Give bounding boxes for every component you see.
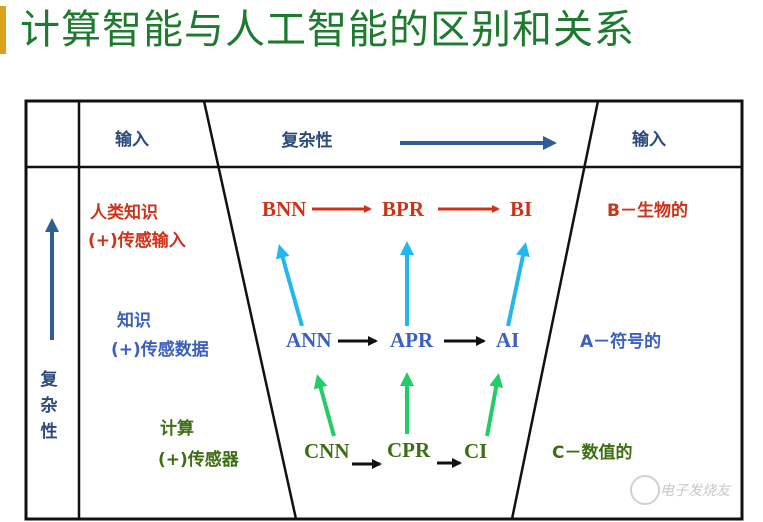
arrow-cnn-ann [313,374,336,437]
arrow-ai-bi [506,242,530,327]
watermark-logo [630,475,660,505]
row-b-left-line1: 人类知识 [90,202,158,223]
title-accent-bar [0,6,6,54]
row-a-right-label: A－符号的 [580,331,661,352]
diagram-frame [24,99,744,521]
node-bi: BI [510,197,532,221]
axis-label-char: 复 [40,369,59,390]
node-bnn: BNN [262,197,306,221]
node-bpr: BPR [382,197,425,221]
axis-label-char: 杂 [41,395,58,416]
row-c-right-label: C－数值的 [552,442,632,463]
row-b-left-line2: (+)传感输入 [88,230,186,251]
node-ci: CI [464,439,487,463]
axis-label-char: 性 [41,421,58,442]
node-ann: ANN [286,328,332,352]
arrow-ci-ai [485,373,504,437]
row-a-left-line2: (+)传感数据 [111,339,209,360]
row-a-left-line1: 知识 [116,310,151,331]
node-cnn: CNN [304,439,350,463]
row-b-right-label: B－生物的 [607,200,688,221]
watermark-text: 电子发烧友 [660,483,730,499]
row-c-left-line2: (+)传感器 [158,449,240,470]
header-left-input: 输入 [115,129,149,150]
funnel-right-edge [510,100,600,520]
node-cpr: CPR [387,438,431,462]
row-c-left-line1: 计算 [160,418,194,439]
node-apr: APR [390,328,434,352]
header-complexity: 复杂性 [281,130,333,151]
funnel-left-edge [202,100,298,520]
arrow-ann-bnn [275,244,304,327]
header-right-input: 输入 [632,129,666,150]
page-title: 计算智能与人工智能的区别和关系 [20,7,635,53]
node-ai: AI [496,328,519,352]
